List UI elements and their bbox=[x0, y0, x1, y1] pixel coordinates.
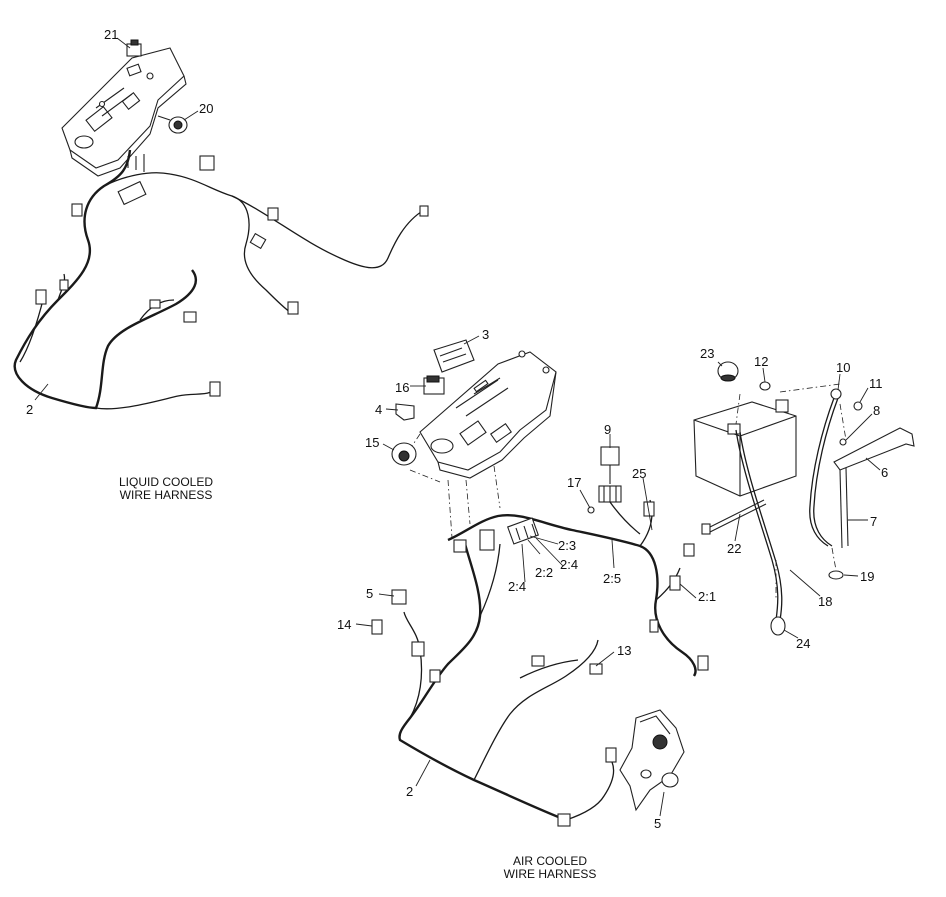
air-cooled-assembly: 3 16 4 15 9 17 25 23 12 10 11 8 6 7 19 2… bbox=[337, 327, 915, 881]
callout-12: 12 bbox=[754, 354, 768, 369]
air-part-10-terminal bbox=[830, 388, 842, 400]
air-battery bbox=[693, 401, 797, 497]
callout-19: 19 bbox=[860, 569, 874, 584]
air-part-11-bolt bbox=[853, 401, 863, 411]
callout-11: 11 bbox=[869, 376, 883, 391]
air-part-8-screw bbox=[839, 438, 847, 446]
air-part-9-relay bbox=[600, 446, 620, 466]
callout-18: 18 bbox=[818, 594, 832, 609]
callout-23: 23 bbox=[700, 346, 714, 361]
callout-2-liquid: 2 bbox=[26, 402, 33, 417]
air-part-19-washer bbox=[828, 570, 844, 580]
callout-9: 9 bbox=[604, 422, 611, 437]
air-part-4-clip bbox=[395, 403, 415, 421]
liquid-dash-panel bbox=[61, 47, 185, 169]
air-part-5-seat-switch-mount bbox=[619, 709, 685, 812]
callout-2-4a: 2:4 bbox=[560, 557, 578, 572]
air-part-24-boot bbox=[770, 616, 786, 636]
callout-21: 21 bbox=[104, 27, 118, 42]
air-part-7-ground-cable bbox=[809, 397, 835, 547]
caption-air-line1: AIR COOLED bbox=[513, 854, 587, 868]
air-part-22-strap bbox=[707, 499, 765, 529]
callout-20: 20 bbox=[199, 101, 213, 116]
callout-10: 10 bbox=[836, 360, 850, 375]
liquid-part-21-switch bbox=[126, 43, 142, 57]
callout-24: 24 bbox=[796, 636, 810, 651]
callout-2-1: 2:1 bbox=[698, 589, 716, 604]
air-part-17-screw bbox=[587, 506, 595, 514]
callout-14: 14 bbox=[337, 617, 351, 632]
air-part-6-hold-down bbox=[833, 427, 915, 471]
callout-2-5: 2:5 bbox=[603, 571, 621, 586]
callout-2-2: 2:2 bbox=[535, 565, 553, 580]
callout-5-top: 5 bbox=[366, 586, 373, 601]
callout-5-bottom: 5 bbox=[654, 816, 661, 831]
air-part-3-hour-meter bbox=[433, 339, 475, 373]
air-part-18-battery-cable bbox=[735, 429, 779, 621]
callout-8: 8 bbox=[873, 403, 880, 418]
callout-16: 16 bbox=[395, 380, 409, 395]
caption-liquid-line1: LIQUID COOLED bbox=[119, 475, 213, 489]
callout-7: 7 bbox=[870, 514, 877, 529]
air-part-12-nut bbox=[759, 381, 771, 391]
callout-25: 25 bbox=[632, 466, 646, 481]
callout-6: 6 bbox=[881, 465, 888, 480]
caption-air-line2: WIRE HARNESS bbox=[504, 867, 597, 881]
callout-22: 22 bbox=[727, 541, 741, 556]
liquid-harness bbox=[13, 149, 197, 410]
callout-2-3: 2:3 bbox=[558, 538, 576, 553]
air-dash-panel bbox=[419, 351, 557, 471]
callout-15: 15 bbox=[365, 435, 379, 450]
callout-3: 3 bbox=[482, 327, 489, 342]
liquid-cooled-assembly: 21 20 2 LIQUID COOLED WIRE HARNESS bbox=[13, 27, 429, 502]
callout-13: 13 bbox=[617, 643, 631, 658]
caption-liquid-line2: WIRE HARNESS bbox=[120, 488, 213, 502]
callout-4: 4 bbox=[375, 402, 382, 417]
callout-2-4b: 2:4 bbox=[508, 579, 526, 594]
callout-2-air: 2 bbox=[406, 784, 413, 799]
callout-17: 17 bbox=[567, 475, 581, 490]
